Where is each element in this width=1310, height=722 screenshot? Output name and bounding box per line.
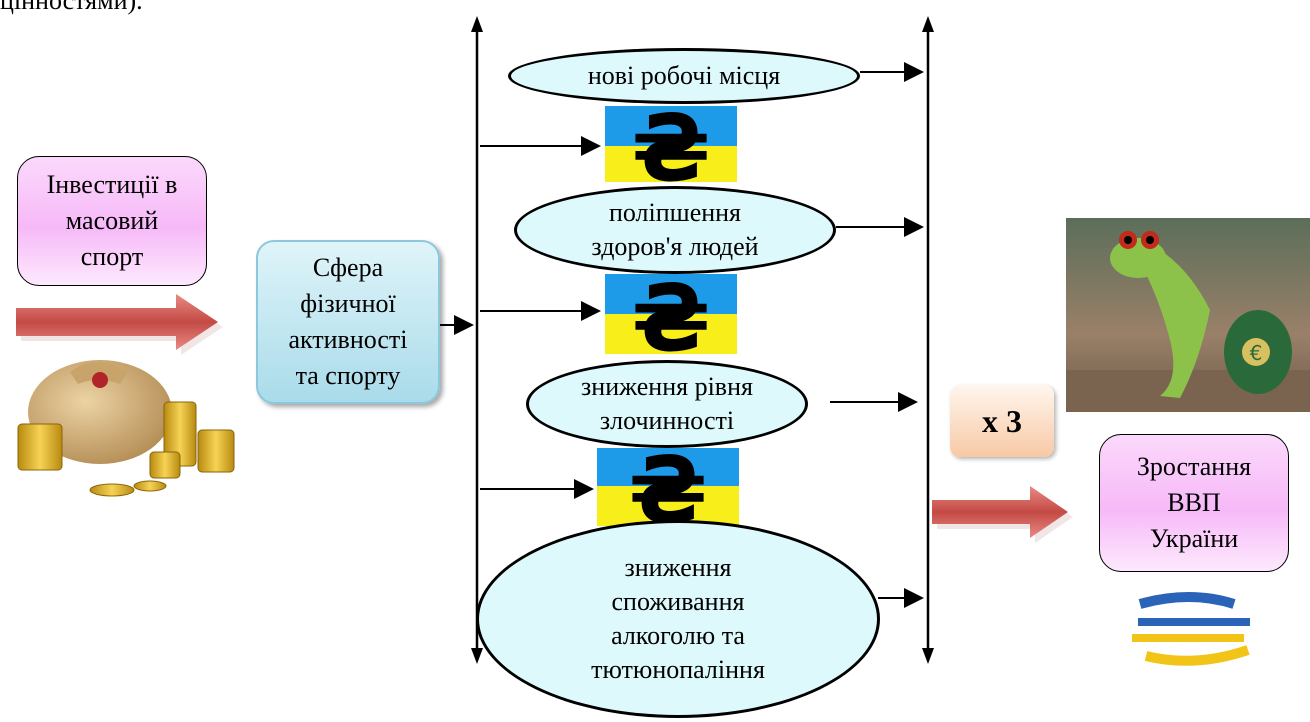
left-axis-top-arrow — [471, 16, 483, 32]
investments-box: Інвестиції в масовий спорт — [17, 156, 207, 286]
effect-crime: зниження рівня злочинності — [526, 360, 808, 448]
hryvnia-flag-icon: ₴ — [605, 95, 737, 202]
effect-4-line4: тютюнопаління — [591, 655, 765, 684]
investments-line1: Інвестиції в — [46, 170, 178, 199]
sphere-line4: та спорту — [295, 361, 401, 390]
left-axis-bottom-arrow — [471, 648, 483, 664]
hryvnia-sign-icon — [1132, 592, 1250, 666]
effect-3-line2: злочинності — [599, 406, 735, 435]
effect-new-jobs: нові робочі місця — [508, 48, 860, 104]
investments-line2: масовий — [65, 206, 159, 235]
right-axis-bottom-arrow — [922, 648, 934, 664]
effect-4-line3: алкоголю та — [611, 621, 745, 650]
svg-text:€: € — [1250, 341, 1263, 365]
gdp-growth-box: Зростання ВВП України — [1099, 434, 1289, 572]
svg-text:₴: ₴ — [631, 95, 710, 202]
effect-2-line1: поліпшення — [608, 198, 742, 227]
effect-2-line2: здоров'я людей — [591, 232, 759, 261]
effect-4-line1: зниження — [624, 553, 732, 582]
money-bag-icon — [17, 360, 235, 497]
effect-alcohol: зниження споживання алкоголю та тютюнопа… — [476, 520, 880, 718]
sphere-line3: активності — [288, 325, 408, 354]
gdp-line2: ВВП — [1167, 488, 1221, 517]
effect-health: поліпшення здоров'я людей — [514, 186, 836, 274]
gdp-line1: Зростання — [1136, 452, 1252, 481]
sphere-box: Сфера фізичної активності та спорту — [256, 240, 440, 404]
sphere-line2: фізичної — [300, 289, 396, 318]
frog-with-euro-bag-icon: € — [1066, 218, 1310, 412]
red-arrow-right — [932, 486, 1073, 543]
multiplier-badge: х 3 — [950, 385, 1054, 457]
svg-text:₴: ₴ — [631, 265, 710, 372]
effect-3-line1: зниження рівня — [581, 372, 753, 401]
effect-4-line2: споживання — [611, 587, 745, 616]
right-axis-top-arrow — [922, 16, 934, 32]
red-arrow-left — [16, 294, 223, 355]
caption-text: цінностями). — [0, 0, 143, 15]
effect-1-line1: нові робочі місця — [587, 61, 781, 90]
sphere-line1: Сфера — [312, 253, 384, 282]
investments-line3: спорт — [80, 242, 144, 271]
gdp-line3: України — [1149, 524, 1239, 553]
hryvnia-flag-icon: ₴ — [605, 265, 737, 372]
